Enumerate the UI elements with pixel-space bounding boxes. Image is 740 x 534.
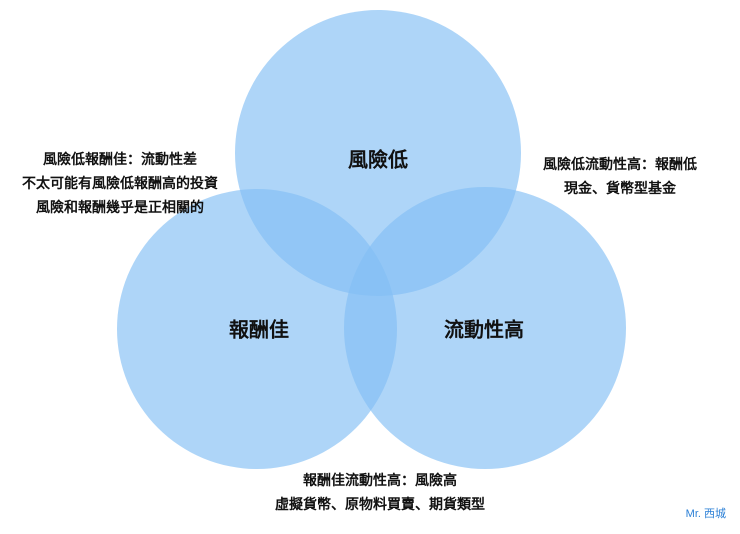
circle-label-risk-low: 風險低 bbox=[348, 147, 408, 172]
credit-text: Mr. 西城 bbox=[685, 508, 726, 520]
annotation-line: 虛擬貨幣、原物料買賣、期貨類型 bbox=[275, 497, 485, 513]
circle-label-liquidity-high: 流動性高 bbox=[444, 317, 524, 342]
annotation-risk-low-liquidity-high: 風險低流動性高：報酬低 現金、貨幣型基金 bbox=[520, 153, 720, 201]
circle-label-return-good: 報酬佳 bbox=[229, 317, 289, 342]
annotation-line: 風險低報酬佳：流動性差 bbox=[43, 152, 197, 168]
annotation-line: 不太可能有風險低報酬高的投資 bbox=[22, 176, 218, 192]
circle-liquidity-high bbox=[344, 187, 626, 469]
annotation-return-good-liquidity-high: 報酬佳流動性高：風險高 虛擬貨幣、原物料買賣、期貨類型 bbox=[250, 469, 510, 517]
annotation-line: 風險低流動性高：報酬低 bbox=[543, 157, 697, 173]
circle-return-good bbox=[117, 189, 397, 469]
annotation-line: 風險和報酬幾乎是正相關的 bbox=[36, 200, 204, 216]
annotation-risk-low-return-good: 風險低報酬佳：流動性差 不太可能有風險低報酬高的投資 風險和報酬幾乎是正相關的 bbox=[0, 148, 240, 220]
annotation-line: 報酬佳流動性高：風險高 bbox=[303, 473, 457, 489]
annotation-line: 現金、貨幣型基金 bbox=[564, 181, 676, 197]
